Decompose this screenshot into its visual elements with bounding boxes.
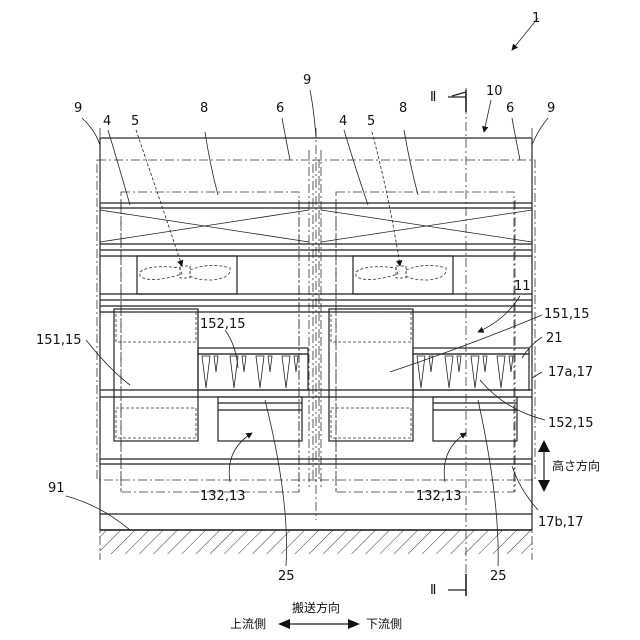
label-upstream: 上流側 [230, 617, 266, 631]
label-section-top: Ⅱ [430, 90, 436, 105]
label-part25-left: 25 [278, 569, 295, 584]
label-casing: 10 [486, 84, 503, 99]
fan-boxes [137, 256, 453, 294]
label-nozzle-right: 151,15 [544, 307, 590, 322]
label-part4-right: 4 [339, 114, 347, 129]
fin-assembly-right [413, 348, 529, 390]
label-unit-mid: 9 [303, 73, 311, 88]
label-part8-left: 8 [200, 101, 208, 116]
label-part5-left: 5 [131, 114, 139, 129]
label-part8-right: 8 [399, 101, 407, 116]
label-unit-left: 9 [74, 101, 82, 116]
label-part6-right: 6 [506, 101, 514, 116]
label-unit-right: 9 [547, 101, 555, 116]
label-part25-right: 25 [490, 569, 507, 584]
centerlines [100, 128, 532, 560]
label-rail-lower: 17b,17 [538, 515, 583, 530]
leader-lines [66, 18, 548, 566]
label-part5-right: 5 [367, 114, 375, 129]
label-part11: 11 [514, 279, 531, 294]
nozzle-blocks [114, 309, 413, 441]
conveyance-direction-arrow [278, 619, 360, 629]
label-part6-left: 6 [276, 101, 284, 116]
label-downstream: 下流側 [366, 617, 402, 631]
label-nozzle-left: 151,15 [36, 333, 82, 348]
floor-group [100, 530, 532, 554]
height-direction-arrow [538, 440, 550, 492]
label-conveyance: 搬送方向 [292, 600, 340, 615]
label-rail-upper: 17a,17 [548, 365, 593, 380]
lower-blocks [218, 397, 517, 441]
floor-hatch [100, 530, 532, 554]
label-part4-left: 4 [103, 114, 111, 129]
label-fins-right: 152,15 [548, 416, 594, 431]
label-floor: 91 [48, 481, 65, 496]
label-height-direction: 高さ方向 [552, 458, 600, 473]
label-block-left: 132,13 [200, 489, 246, 504]
label-device: 1 [532, 11, 540, 26]
label-fins-left: 152,15 [200, 317, 246, 332]
section-line [448, 88, 466, 596]
label-block-right: 132,13 [416, 489, 462, 504]
label-part21: 21 [546, 331, 563, 346]
fin-assembly-left [198, 348, 308, 390]
label-section-bottom: Ⅱ [430, 583, 436, 598]
